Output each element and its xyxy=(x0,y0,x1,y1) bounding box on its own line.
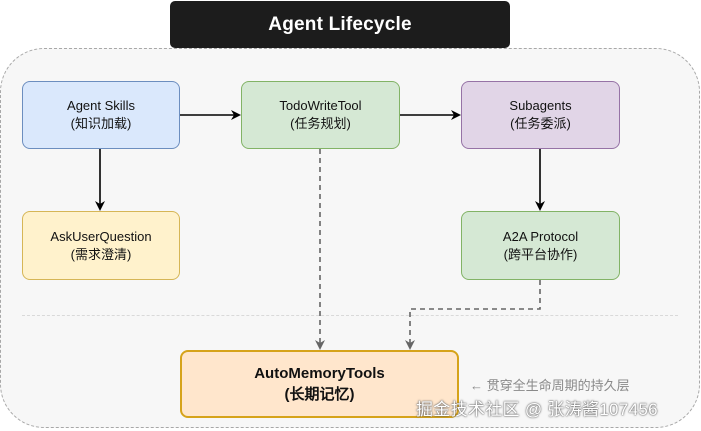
node-todo-write-tool-title: TodoWriteTool xyxy=(279,98,362,113)
node-agent-skills: Agent Skills (知识加载) xyxy=(22,81,180,149)
diagram-title-text: Agent Lifecycle xyxy=(268,13,412,35)
node-subagents-subtitle: (任务委派) xyxy=(510,116,571,131)
node-ask-user-question: AskUserQuestion (需求澄清) xyxy=(22,211,180,280)
node-todo-write-tool-subtitle: (任务规划) xyxy=(290,116,351,131)
node-auto-memory-tools-title: AutoMemoryTools xyxy=(254,365,385,382)
node-a2a-protocol-subtitle: (跨平台协作) xyxy=(503,246,578,262)
node-todo-write-tool: TodoWriteTool (任务规划) xyxy=(241,81,400,149)
node-subagents-title: Subagents xyxy=(509,98,572,113)
layer-divider xyxy=(22,315,678,316)
node-a2a-protocol-title: A2A Protocol xyxy=(502,228,579,244)
node-agent-skills-subtitle: (知识加载) xyxy=(70,116,132,131)
node-a2a-protocol: A2A Protocol (跨平台协作) xyxy=(461,211,620,280)
diagram-title: Agent Lifecycle xyxy=(170,1,510,48)
watermark: 掘金技术社区 @ 张涛酱107456 xyxy=(416,400,658,419)
node-auto-memory-tools-subtitle: (长期记忆) xyxy=(284,386,355,403)
node-auto-memory-tools: AutoMemoryTools (长期记忆) xyxy=(180,350,459,418)
node-subagents: Subagents (任务委派) xyxy=(461,81,620,149)
node-ask-user-question-subtitle: (需求澄清) xyxy=(70,246,132,262)
persistence-layer-annotation: ← 贯穿全生命周期的持久层 xyxy=(470,378,630,393)
node-agent-skills-title: Agent Skills xyxy=(67,98,135,113)
node-ask-user-question-title: AskUserQuestion xyxy=(50,228,152,244)
edge-a2a-to-memory xyxy=(405,280,541,350)
